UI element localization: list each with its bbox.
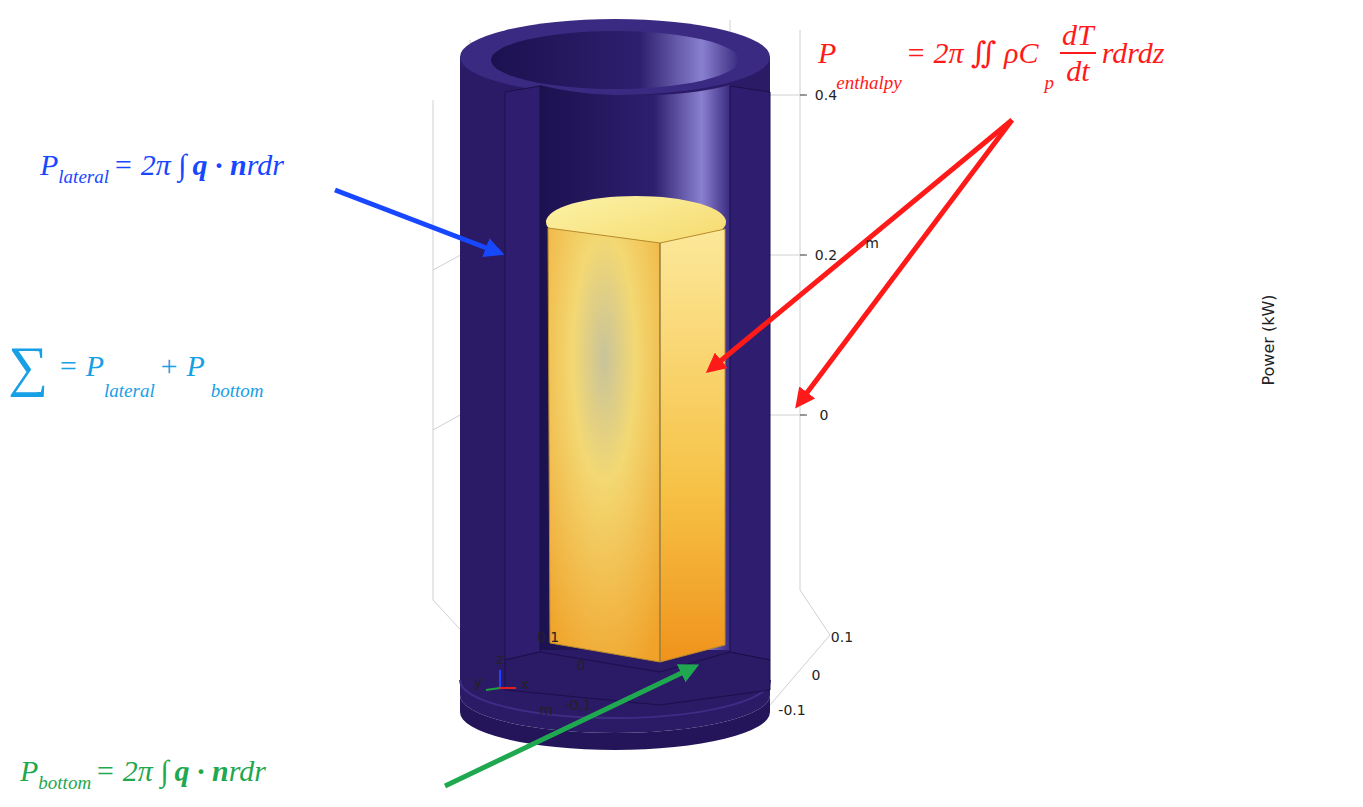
axis-tick-label: 0.2	[815, 247, 837, 263]
axis-title: Power (kW)	[1259, 294, 1278, 385]
formula-part: lateral	[104, 381, 155, 400]
formula-part: P	[20, 756, 38, 786]
formula-part: = P	[58, 351, 104, 381]
formula-part: p	[1045, 73, 1055, 92]
formula-part: dt	[1066, 54, 1089, 86]
formula-part: rdr	[229, 756, 266, 786]
formula-part: bottom	[38, 773, 91, 792]
axis-tick-label: 0	[820, 407, 829, 423]
formula-part: q · n	[175, 756, 229, 786]
formula-part: = 2π ∫	[95, 756, 169, 786]
formula-part: rdrdz	[1102, 38, 1165, 68]
crucible-wall	[460, 57, 770, 733]
formula-part: q · n	[193, 150, 247, 180]
leader-arrow	[712, 120, 1012, 368]
axis-tick-label: m	[539, 702, 553, 718]
axis-triad	[486, 670, 516, 690]
axis-tick-label: x	[521, 676, 529, 692]
formula-part: P	[40, 150, 58, 180]
formula: ∑= Plateral+ Pbottom	[8, 338, 264, 394]
formula: Pbottom= 2π ∫q · nrdr	[20, 756, 266, 786]
axis-tick-label: 0.1	[831, 629, 853, 645]
axis-tick-label: -0.1	[778, 702, 805, 718]
axis-tick-label: 0	[812, 667, 821, 683]
axis-tick-label: 0.1	[537, 629, 559, 645]
axis-tick-label: y	[474, 674, 482, 690]
leader-arrow	[800, 120, 1012, 402]
formula-part: + P	[159, 351, 205, 381]
axis-tick-label: -0.1	[564, 697, 591, 713]
leader-arrow	[445, 668, 692, 786]
leader-arrow	[335, 190, 497, 252]
formula-part: dT	[1060, 20, 1096, 54]
axis-tick-label: 0.4	[815, 87, 837, 103]
formula-part: ∑	[8, 338, 48, 394]
formula-part: = 2π ∫	[113, 150, 187, 180]
axis-tick-label: 0	[577, 657, 586, 673]
axis-tick-label: z	[496, 651, 503, 667]
formula: Penthalpy= 2π ∬ ρCpdTdtrdrdz	[818, 20, 1165, 86]
axis-tick-label: m	[865, 235, 879, 251]
formula-part: enthalpy	[836, 73, 901, 92]
formula-part: P	[818, 38, 836, 68]
formula-part: bottom	[211, 381, 264, 400]
formula: Plateral= 2π ∫q · nrdr	[40, 150, 284, 180]
formula-part: lateral	[58, 167, 109, 186]
fraction: dTdt	[1060, 20, 1096, 86]
formula-part: = 2π ∬ ρC	[906, 38, 1039, 68]
formula-part: rdr	[247, 150, 284, 180]
